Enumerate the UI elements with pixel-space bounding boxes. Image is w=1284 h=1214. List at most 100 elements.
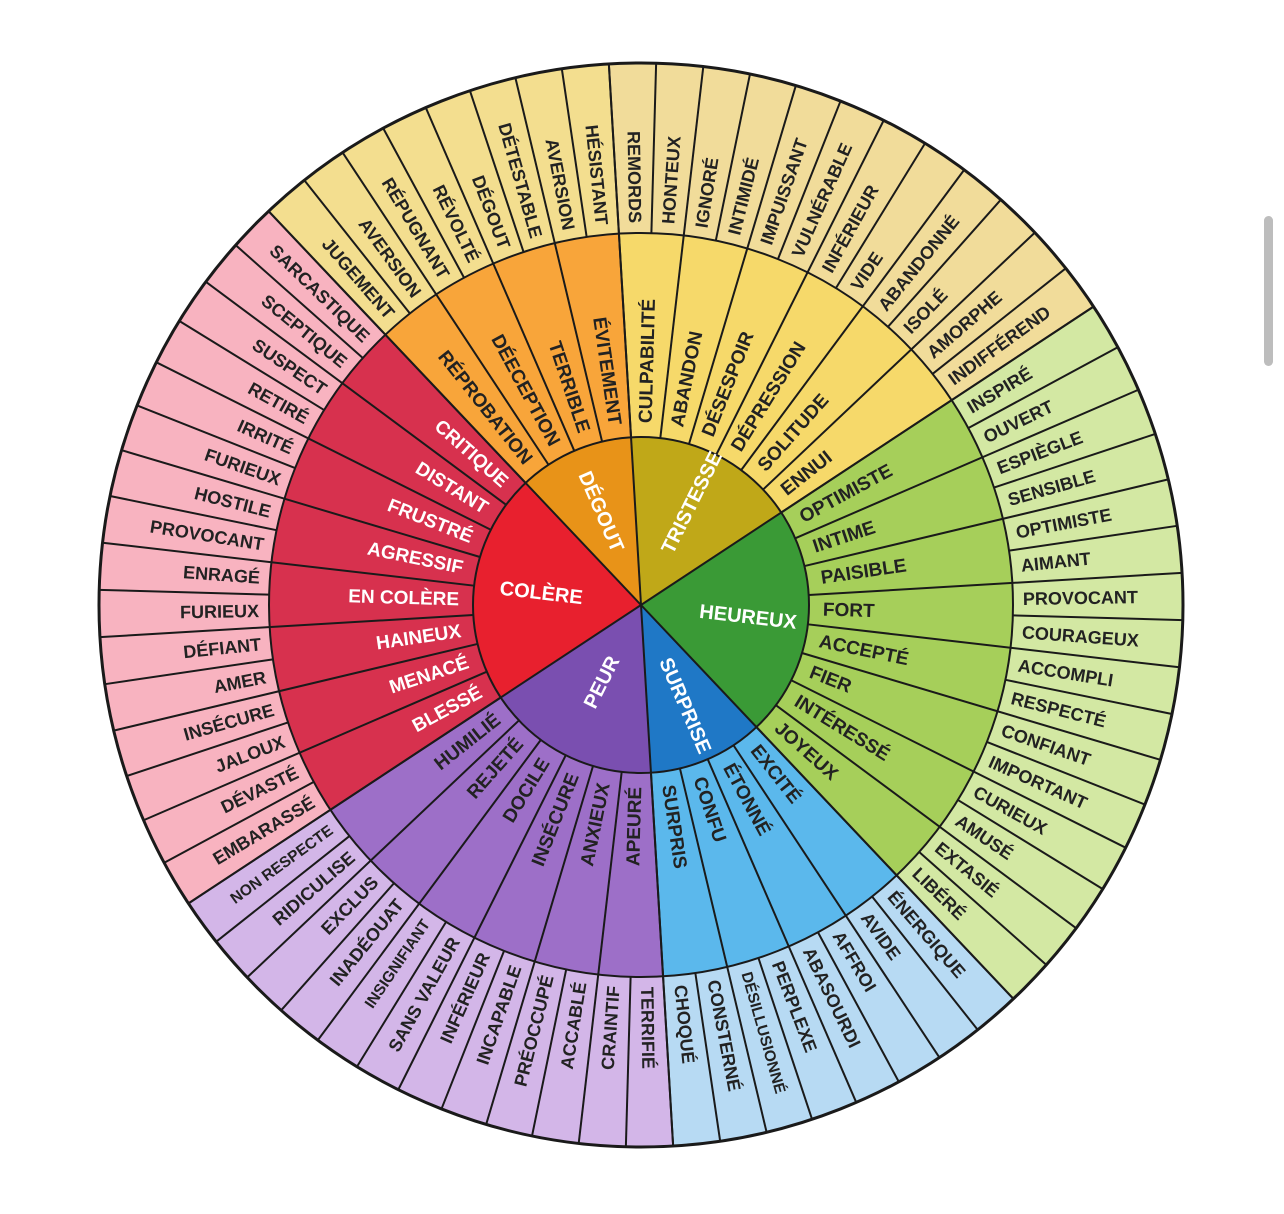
mid-segment-abandon xyxy=(660,235,748,445)
tertiary-divider xyxy=(835,142,926,289)
secondary-divider xyxy=(794,388,1139,540)
tertiary-label-terrifie: TERRIFIÉ xyxy=(637,987,659,1069)
emotion-divider xyxy=(267,210,642,606)
tertiary-divider xyxy=(817,931,900,1083)
mid-segment-rejete xyxy=(370,720,541,904)
outer-segment-libere xyxy=(896,851,1047,999)
outer-segment-amer xyxy=(104,659,280,731)
tertiary-divider xyxy=(1008,524,1178,552)
mid-segment-surpris xyxy=(650,768,728,977)
secondary-divider xyxy=(715,119,885,456)
emotion-divider xyxy=(640,305,1095,606)
secondary-divider xyxy=(577,771,623,1144)
mid-segment-fier xyxy=(791,652,998,772)
scrollbar-thumb[interactable] xyxy=(1264,216,1273,366)
outer-segment-remords xyxy=(608,63,657,234)
mid-segment-humilie xyxy=(330,697,519,861)
outer-segment-aversion xyxy=(515,68,587,244)
emotion-divider xyxy=(640,604,675,1147)
outer-segment-accompli xyxy=(1005,647,1180,714)
tertiary-divider xyxy=(215,835,351,943)
outer-segment-jaloux xyxy=(126,722,300,821)
tertiary-label-remords: REMORDS xyxy=(624,131,645,223)
secondary-divider xyxy=(113,642,478,732)
ring-outline xyxy=(97,61,1185,1149)
outer-segment-affroi xyxy=(817,915,940,1082)
core-segment-degout xyxy=(525,437,641,605)
secondary-label-en-colere: EN COLÈRE xyxy=(348,585,459,610)
mid-segment-critique xyxy=(342,334,526,505)
outer-segment-repugnant xyxy=(342,128,465,295)
mid-segment-solitude xyxy=(741,306,912,490)
secondary-divider xyxy=(678,768,768,1133)
tertiary-divider xyxy=(303,179,411,315)
tertiary-divider xyxy=(99,588,270,596)
tertiary-divider xyxy=(757,957,814,1120)
tertiary-divider xyxy=(440,950,505,1110)
outer-segment-defiant xyxy=(99,627,273,685)
outer-segment-retire xyxy=(156,320,325,439)
ring-outline xyxy=(472,436,810,774)
tertiary-divider xyxy=(235,244,364,359)
outer-segment-aimant xyxy=(1009,525,1183,583)
secondary-divider xyxy=(317,739,542,1041)
outer-segment-preoccupe xyxy=(486,961,567,1136)
core-segment-tristesse xyxy=(631,437,782,605)
mid-segment-agressif xyxy=(271,498,481,586)
tertiary-divider xyxy=(871,895,979,1031)
mid-segment-culpabilite xyxy=(618,232,684,439)
outer-segment-isole xyxy=(887,199,1035,350)
secondary-divider xyxy=(659,66,705,439)
secondary-divider xyxy=(706,758,858,1103)
tertiary-divider xyxy=(468,90,525,253)
outer-segment-craintif xyxy=(578,974,631,1147)
secondary-divider xyxy=(688,85,797,445)
outer-segment-extasie xyxy=(919,826,1077,965)
tertiary-divider xyxy=(650,63,658,234)
emotion-divider xyxy=(607,63,642,606)
mid-segment-blesse xyxy=(299,671,501,810)
outer-segment-degout xyxy=(425,90,524,264)
outer-segment-accable xyxy=(532,969,599,1144)
tertiary-divider xyxy=(694,972,722,1142)
outer-segment-furieux xyxy=(121,405,296,499)
outer-segment-insecure xyxy=(113,691,289,777)
outer-segment-sarcastique xyxy=(235,211,386,359)
outer-segment-provocant xyxy=(1012,572,1184,621)
tertiary-divider xyxy=(531,969,568,1137)
mid-segment-intime xyxy=(795,457,1003,567)
mid-segment-desespoir xyxy=(688,248,808,455)
outer-segment-revolte xyxy=(383,107,494,278)
mid-segment-menace xyxy=(279,643,487,753)
mid-segment-joyeux xyxy=(756,705,940,876)
outer-segment-devaste xyxy=(143,752,314,863)
tertiary-divider xyxy=(918,851,1047,966)
outer-segment-insignifiant xyxy=(317,903,447,1067)
secondary-label-fort: FORT xyxy=(823,600,876,622)
outer-segment-impuissant xyxy=(747,85,841,260)
secondary-divider xyxy=(397,754,567,1091)
core-segment-heureux xyxy=(641,512,810,728)
mid-segment-accepte xyxy=(801,624,1011,712)
outer-segment-amuse xyxy=(939,799,1103,929)
outer-segment-non-respecte xyxy=(188,809,350,942)
secondary-divider xyxy=(99,613,474,639)
mid-segment-distant xyxy=(308,383,507,530)
mid-segment-apeure xyxy=(598,771,664,978)
ring-outline xyxy=(268,232,1014,978)
mid-segment-terrible xyxy=(493,243,603,451)
outer-segment-exclus xyxy=(247,860,395,1011)
secondary-divider xyxy=(740,169,965,471)
outer-segment-confiant xyxy=(986,711,1161,805)
tertiary-divider xyxy=(714,73,751,241)
outer-segment-hostile xyxy=(110,450,285,531)
outer-segment-ridiculise xyxy=(216,836,371,978)
tertiary-divider xyxy=(280,882,395,1011)
outer-segment-abasourdi xyxy=(788,932,899,1103)
tertiary-label-provocant: PROVOCANT xyxy=(1023,587,1138,609)
outer-segment-inspire xyxy=(951,306,1118,429)
mid-segment-paisible xyxy=(804,518,1013,596)
outer-segment-incapable xyxy=(441,950,535,1125)
secondary-divider xyxy=(804,478,1169,568)
core-ring xyxy=(472,437,810,773)
